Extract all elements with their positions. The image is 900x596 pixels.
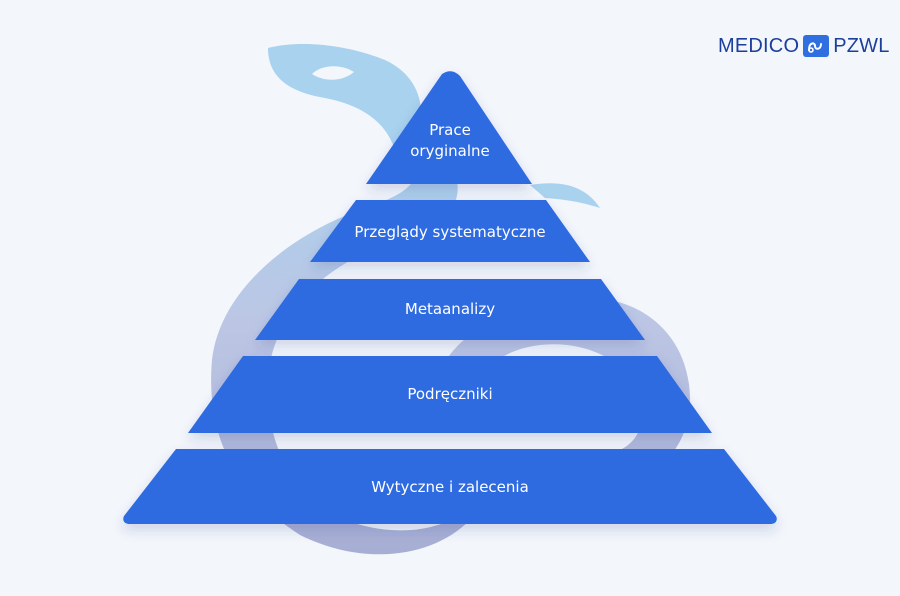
tier-5-label: Wytyczne i zalecenia	[371, 478, 529, 496]
pyramid-tier-1	[366, 71, 532, 184]
tier-1-label-line2: oryginalne	[410, 142, 490, 160]
logo-text-pzwl: PZWL	[833, 34, 890, 57]
pyramid-tier-5	[123, 449, 777, 524]
pyramid-tier-2	[310, 200, 590, 262]
tier-3-label: Metaanalizy	[405, 300, 495, 318]
pyramid-tier-4	[188, 356, 712, 433]
snake-tail	[530, 183, 600, 208]
tier-4-label: Podręczniki	[407, 385, 492, 403]
medico-pzwl-logo: MEDICO PZWL	[718, 34, 890, 58]
pyramid-tier-3	[255, 279, 645, 340]
tier-2-label: Przeglądy systematyczne	[354, 223, 545, 241]
tier-1-label-line1: Prace	[429, 121, 471, 139]
logo-mark-icon	[803, 35, 830, 57]
snake-eye-icon	[312, 66, 354, 80]
logo-text-medico: MEDICO	[718, 34, 800, 57]
snake-head	[268, 44, 422, 150]
